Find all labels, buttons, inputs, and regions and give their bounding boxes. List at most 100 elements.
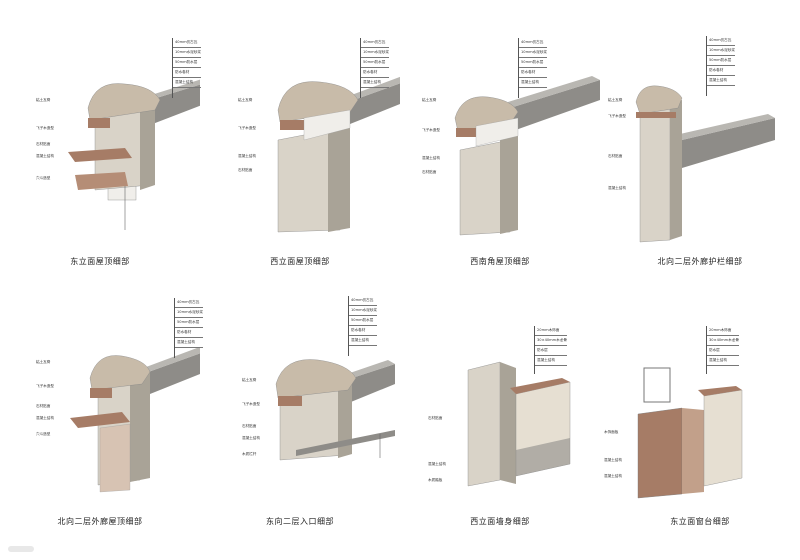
note-row: 防水卷材: [173, 68, 201, 78]
note-stack: 20mm木饰面 30×40mm木龙骨 防水层 混凝土结构: [534, 326, 567, 374]
callout: 石材贴面: [36, 142, 51, 146]
detail-drawing: [635, 85, 775, 243]
panel-caption: 西立面墙身细部: [470, 517, 530, 526]
note-row: 10mm水泥砂浆: [361, 48, 389, 58]
detail-drawing: [68, 79, 200, 230]
note-stack: 40mm仿古瓦 10mm水泥砂浆 50mm防水层 防水卷材 混凝土结构: [518, 38, 547, 98]
note-row: 混凝土结构: [707, 356, 739, 366]
callout: 穴斗造型: [36, 432, 51, 436]
detail-panel-north-railing: 40mm仿古瓦 10mm水泥砂浆 50mm防水层 防水卷材 混凝土结构 粘土瓦脊…: [600, 0, 800, 280]
callout: 混凝土结构: [242, 436, 260, 440]
callout: 石材贴面: [242, 424, 257, 428]
note-row: 50mm防水层: [519, 58, 547, 68]
callout: 粘土瓦脊: [238, 98, 253, 102]
callout: 混凝土结构: [36, 416, 54, 420]
callout: 石材贴面: [36, 404, 51, 408]
callout: 石材贴面: [238, 168, 253, 172]
detail-panel-east-sill: 20mm木饰面 30×40mm木龙骨 防水层 混凝土结构 木饰面板 混凝土结构 …: [600, 280, 800, 560]
note-row: 30×40mm木龙骨: [535, 336, 567, 346]
callout: 飞子木造型: [608, 114, 626, 118]
callout: 石材贴面: [422, 170, 437, 174]
detail-drawing: [275, 359, 395, 461]
callout: 混凝土结构: [238, 154, 256, 158]
callout: 混凝土结构: [422, 156, 440, 160]
note-stack: 20mm木饰面 30×40mm木龙骨 防水层 混凝土结构: [706, 326, 739, 374]
callout: 石材贴面: [608, 154, 623, 158]
callout: 飞子木造型: [36, 126, 54, 130]
callout: 粘土瓦脊: [36, 360, 51, 364]
callout: 混凝土结构: [604, 474, 622, 478]
callout: 飞子木造型: [242, 402, 260, 406]
callout: 飞子木造型: [422, 128, 440, 132]
note-row: 40mm仿古瓦: [519, 38, 547, 48]
note-row: 10mm水泥砂浆: [175, 308, 203, 318]
detail-drawing: [454, 76, 600, 236]
callout: 飞子木造型: [238, 126, 256, 130]
note-row: 混凝土结构: [175, 338, 203, 348]
callout: 混凝土结构: [428, 462, 446, 466]
panel-caption: 东立面窗台细部: [670, 517, 730, 526]
callout: 木质栏杆: [242, 452, 257, 456]
detail-panel-north-corridor-roof: 40mm仿古瓦 10mm水泥砂浆 50mm防水层 防水卷材 混凝土结构 粘土瓦脊…: [0, 280, 203, 560]
callout: 飞子木造型: [36, 384, 54, 388]
panel-caption: 西南角屋顶细部: [470, 257, 530, 266]
detail-panel-west-wall: 20mm木饰面 30×40mm木龙骨 防水层 混凝土结构 石材贴面 混凝土结构 …: [400, 280, 600, 560]
detail-panel-east-roof: 40mm仿古瓦 10mm水泥砂浆 50mm防水层 防水卷材 混凝土结构 粘土瓦脊…: [0, 0, 201, 280]
note-row: 10mm水泥砂浆: [519, 48, 547, 58]
note-stack: 40mm仿古瓦 10mm水泥砂浆 50mm防水层 防水卷材 混凝土结构: [174, 298, 203, 358]
note-row: 混凝土结构: [361, 78, 389, 88]
detail-drawing: [467, 361, 571, 487]
note-row: 40mm仿古瓦: [707, 36, 735, 46]
note-row: 50mm防水层: [173, 58, 201, 68]
callout: 混凝土结构: [604, 458, 622, 462]
note-row: 混凝土结构: [349, 336, 377, 346]
callout: 混凝土结构: [608, 186, 626, 190]
callout: 粘土瓦脊: [422, 98, 437, 102]
note-row: 50mm防水层: [361, 58, 389, 68]
panel-caption: 东向二层入口细部: [266, 517, 334, 526]
note-row: 20mm木饰面: [535, 326, 567, 336]
note-stack: 40mm仿古瓦 10mm水泥砂浆 50mm防水层 防水卷材 混凝土结构: [348, 296, 377, 356]
detail-panel-east-entrance: 40mm仿古瓦 10mm水泥砂浆 50mm防水层 防水卷材 混凝土结构 粘土瓦脊…: [200, 280, 400, 560]
note-row: 防水层: [535, 346, 567, 356]
note-row: 防水卷材: [349, 326, 377, 336]
note-row: 10mm水泥砂浆: [173, 48, 201, 58]
note-row: 50mm防水层: [175, 318, 203, 328]
note-row: 40mm仿古瓦: [361, 38, 389, 48]
panel-caption: 东立面屋顶细部: [70, 257, 130, 266]
detail-drawing: [70, 346, 200, 493]
note-row: 防水卷材: [361, 68, 389, 78]
callout: 粘土瓦脊: [36, 98, 51, 102]
detail-panel-west-roof: 40mm仿古瓦 10mm水泥砂浆 50mm防水层 防水卷材 混凝土结构 粘土瓦脊…: [200, 0, 400, 280]
detail-drawing: [277, 76, 400, 233]
note-row: 50mm防水层: [349, 316, 377, 326]
note-row: 10mm水泥砂浆: [349, 306, 377, 316]
panel-caption: 西立面屋顶细部: [270, 257, 330, 266]
note-stack: 40mm仿古瓦 10mm水泥砂浆 50mm防水层 防水卷材 混凝土结构: [706, 36, 735, 96]
note-row: 40mm仿古瓦: [349, 296, 377, 306]
watermark-logo: [8, 544, 36, 554]
note-row: 40mm仿古瓦: [173, 38, 201, 48]
note-row: 40mm仿古瓦: [175, 298, 203, 308]
note-row: 混凝土结构: [519, 78, 547, 88]
note-row: 防水卷材: [519, 68, 547, 78]
callout: 混凝土结构: [36, 154, 54, 158]
callout: 粘土瓦脊: [608, 98, 623, 102]
detail-drawing: [637, 367, 743, 499]
note-row: 10mm水泥砂浆: [707, 46, 735, 56]
callout: 穴斗造型: [36, 176, 51, 180]
detail-panel-southwest-roof: 40mm仿古瓦 10mm水泥砂浆 50mm防水层 防水卷材 混凝土结构 粘土瓦脊…: [400, 0, 600, 280]
note-row: 混凝土结构: [535, 356, 567, 366]
note-stack: 40mm仿古瓦 10mm水泥砂浆 50mm防水层 防水卷材 混凝土结构: [172, 38, 201, 98]
note-row: 30×40mm木龙骨: [707, 336, 739, 346]
callout: 石材贴面: [428, 416, 443, 420]
callout: 粘土瓦脊: [242, 378, 257, 382]
note-row: 混凝土结构: [707, 76, 735, 86]
callout: 木饰面板: [604, 430, 619, 434]
note-row: 防水卷材: [707, 66, 735, 76]
note-row: 混凝土结构: [173, 78, 201, 88]
panel-caption: 北向二层外廊屋顶细部: [57, 517, 143, 526]
note-row: 20mm木饰面: [707, 326, 739, 336]
note-stack: 40mm仿古瓦 10mm水泥砂浆 50mm防水层 防水卷材 混凝土结构: [360, 38, 389, 98]
note-row: 防水层: [707, 346, 739, 356]
